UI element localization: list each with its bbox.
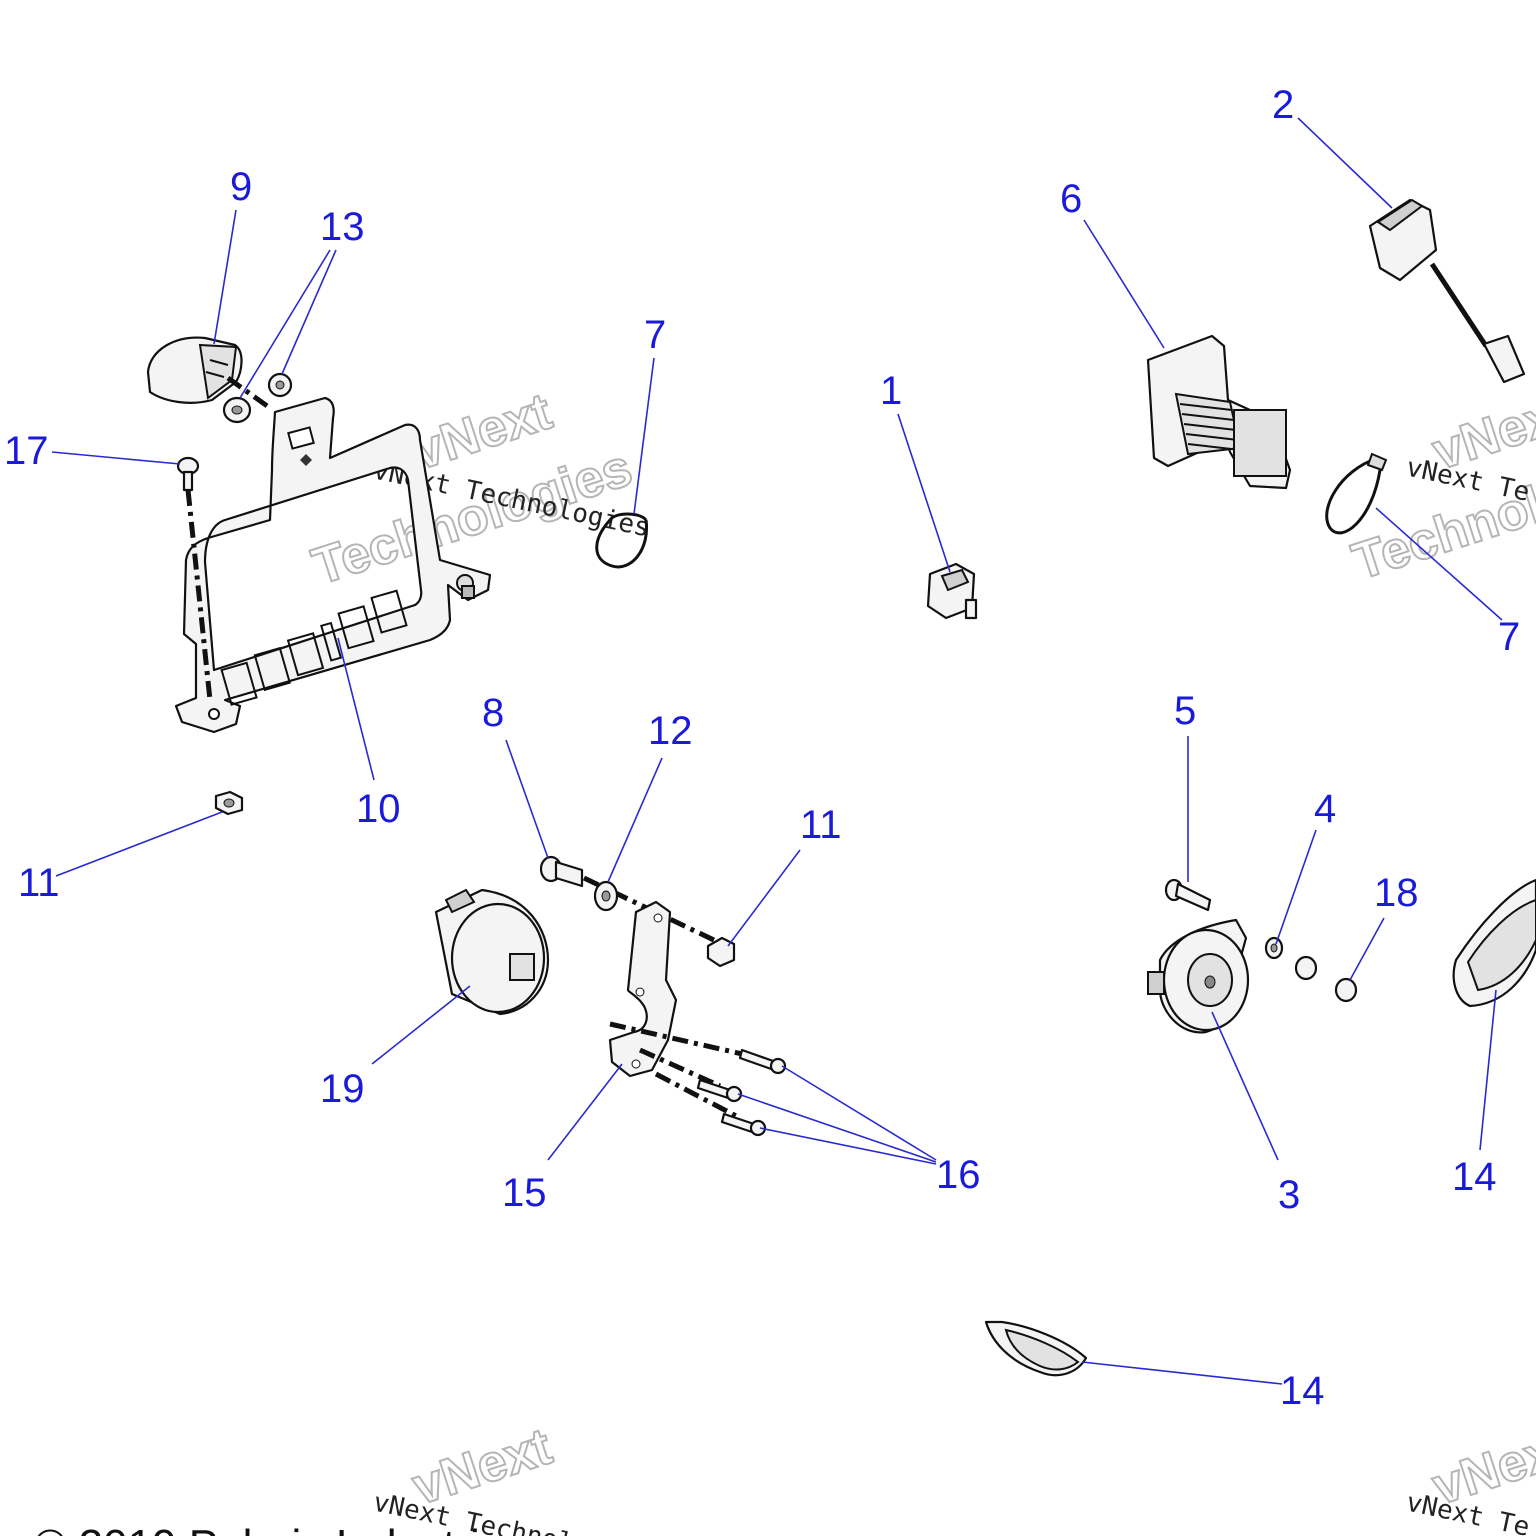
callout-14-right: 14 xyxy=(1452,1155,1497,1199)
part-5-screw xyxy=(1164,878,1212,912)
part-3-speaker xyxy=(1147,918,1250,1034)
callout-11-center: 11 xyxy=(800,803,842,847)
part-16-screws xyxy=(696,1048,787,1137)
part-14-light-right xyxy=(1452,878,1536,1008)
callout-2: 2 xyxy=(1272,83,1294,127)
callout-10: 10 xyxy=(356,787,401,831)
callout-6: 6 xyxy=(1060,177,1082,221)
part-11-nut-left xyxy=(214,790,244,816)
callout-13: 13 xyxy=(320,205,365,249)
dash-15-16b xyxy=(638,1047,722,1089)
callout-9: 9 xyxy=(230,165,252,209)
part-9-light-housing xyxy=(146,336,243,404)
dash-17-10 xyxy=(185,489,213,701)
dash-9-13 xyxy=(226,375,272,411)
part-4-washer xyxy=(1264,936,1284,960)
callout-8: 8 xyxy=(482,691,504,735)
callout-5: 5 xyxy=(1174,689,1196,733)
watermark-bottom: vNext vNext Technologies vNext vNext Te xyxy=(371,1416,1536,1536)
part-18-spacers xyxy=(1294,955,1358,1003)
callout-11-left: 11 xyxy=(18,861,60,905)
callout-16: 16 xyxy=(936,1153,981,1197)
dash-15-16a xyxy=(609,1021,761,1061)
callout-3: 3 xyxy=(1278,1173,1300,1217)
part-14-light-bottom xyxy=(984,1320,1088,1377)
callout-7-right: 7 xyxy=(1498,615,1520,659)
callout-17: 17 xyxy=(4,429,49,473)
watermark-top-left: vNext Technologies vNext Technologies xyxy=(305,381,653,597)
callout-numbers: 1 2 3 4 5 6 7 7 8 9 10 11 11 12 13 14 14… xyxy=(4,83,1520,1413)
part-2-sensor xyxy=(1368,198,1526,384)
part-1-switch xyxy=(926,562,978,620)
part-19-horn-motor xyxy=(434,888,550,1016)
callout-12: 12 xyxy=(648,709,693,753)
callout-4: 4 xyxy=(1314,787,1336,831)
part-12-washer xyxy=(593,880,619,912)
part-13-grommets xyxy=(222,372,293,424)
callout-15: 15 xyxy=(502,1171,547,1215)
part-17-bolt xyxy=(176,456,200,492)
copyright-text: © 2019 Polaris Industries xyxy=(34,1521,526,1536)
leader-lines xyxy=(51,117,1503,1385)
part-10-plate-bracket xyxy=(174,396,492,734)
callout-14-bottom: 14 xyxy=(1280,1369,1325,1413)
callout-7-left: 7 xyxy=(644,313,666,357)
part-6-control-module xyxy=(1146,334,1292,490)
part-7-cable-tie-right xyxy=(1325,452,1388,535)
watermark-top-right: vNext Technologies vNext Te xyxy=(1345,381,1536,592)
callout-18: 18 xyxy=(1374,871,1419,915)
part-11-nut-center xyxy=(706,936,736,968)
part-8-bolt xyxy=(539,855,584,888)
part-15-horn-bracket xyxy=(608,900,678,1078)
callout-19: 19 xyxy=(320,1067,365,1111)
part-7-cable-tie-left xyxy=(595,512,649,569)
callout-1: 1 xyxy=(880,369,902,413)
dash-15-16c xyxy=(654,1071,742,1121)
